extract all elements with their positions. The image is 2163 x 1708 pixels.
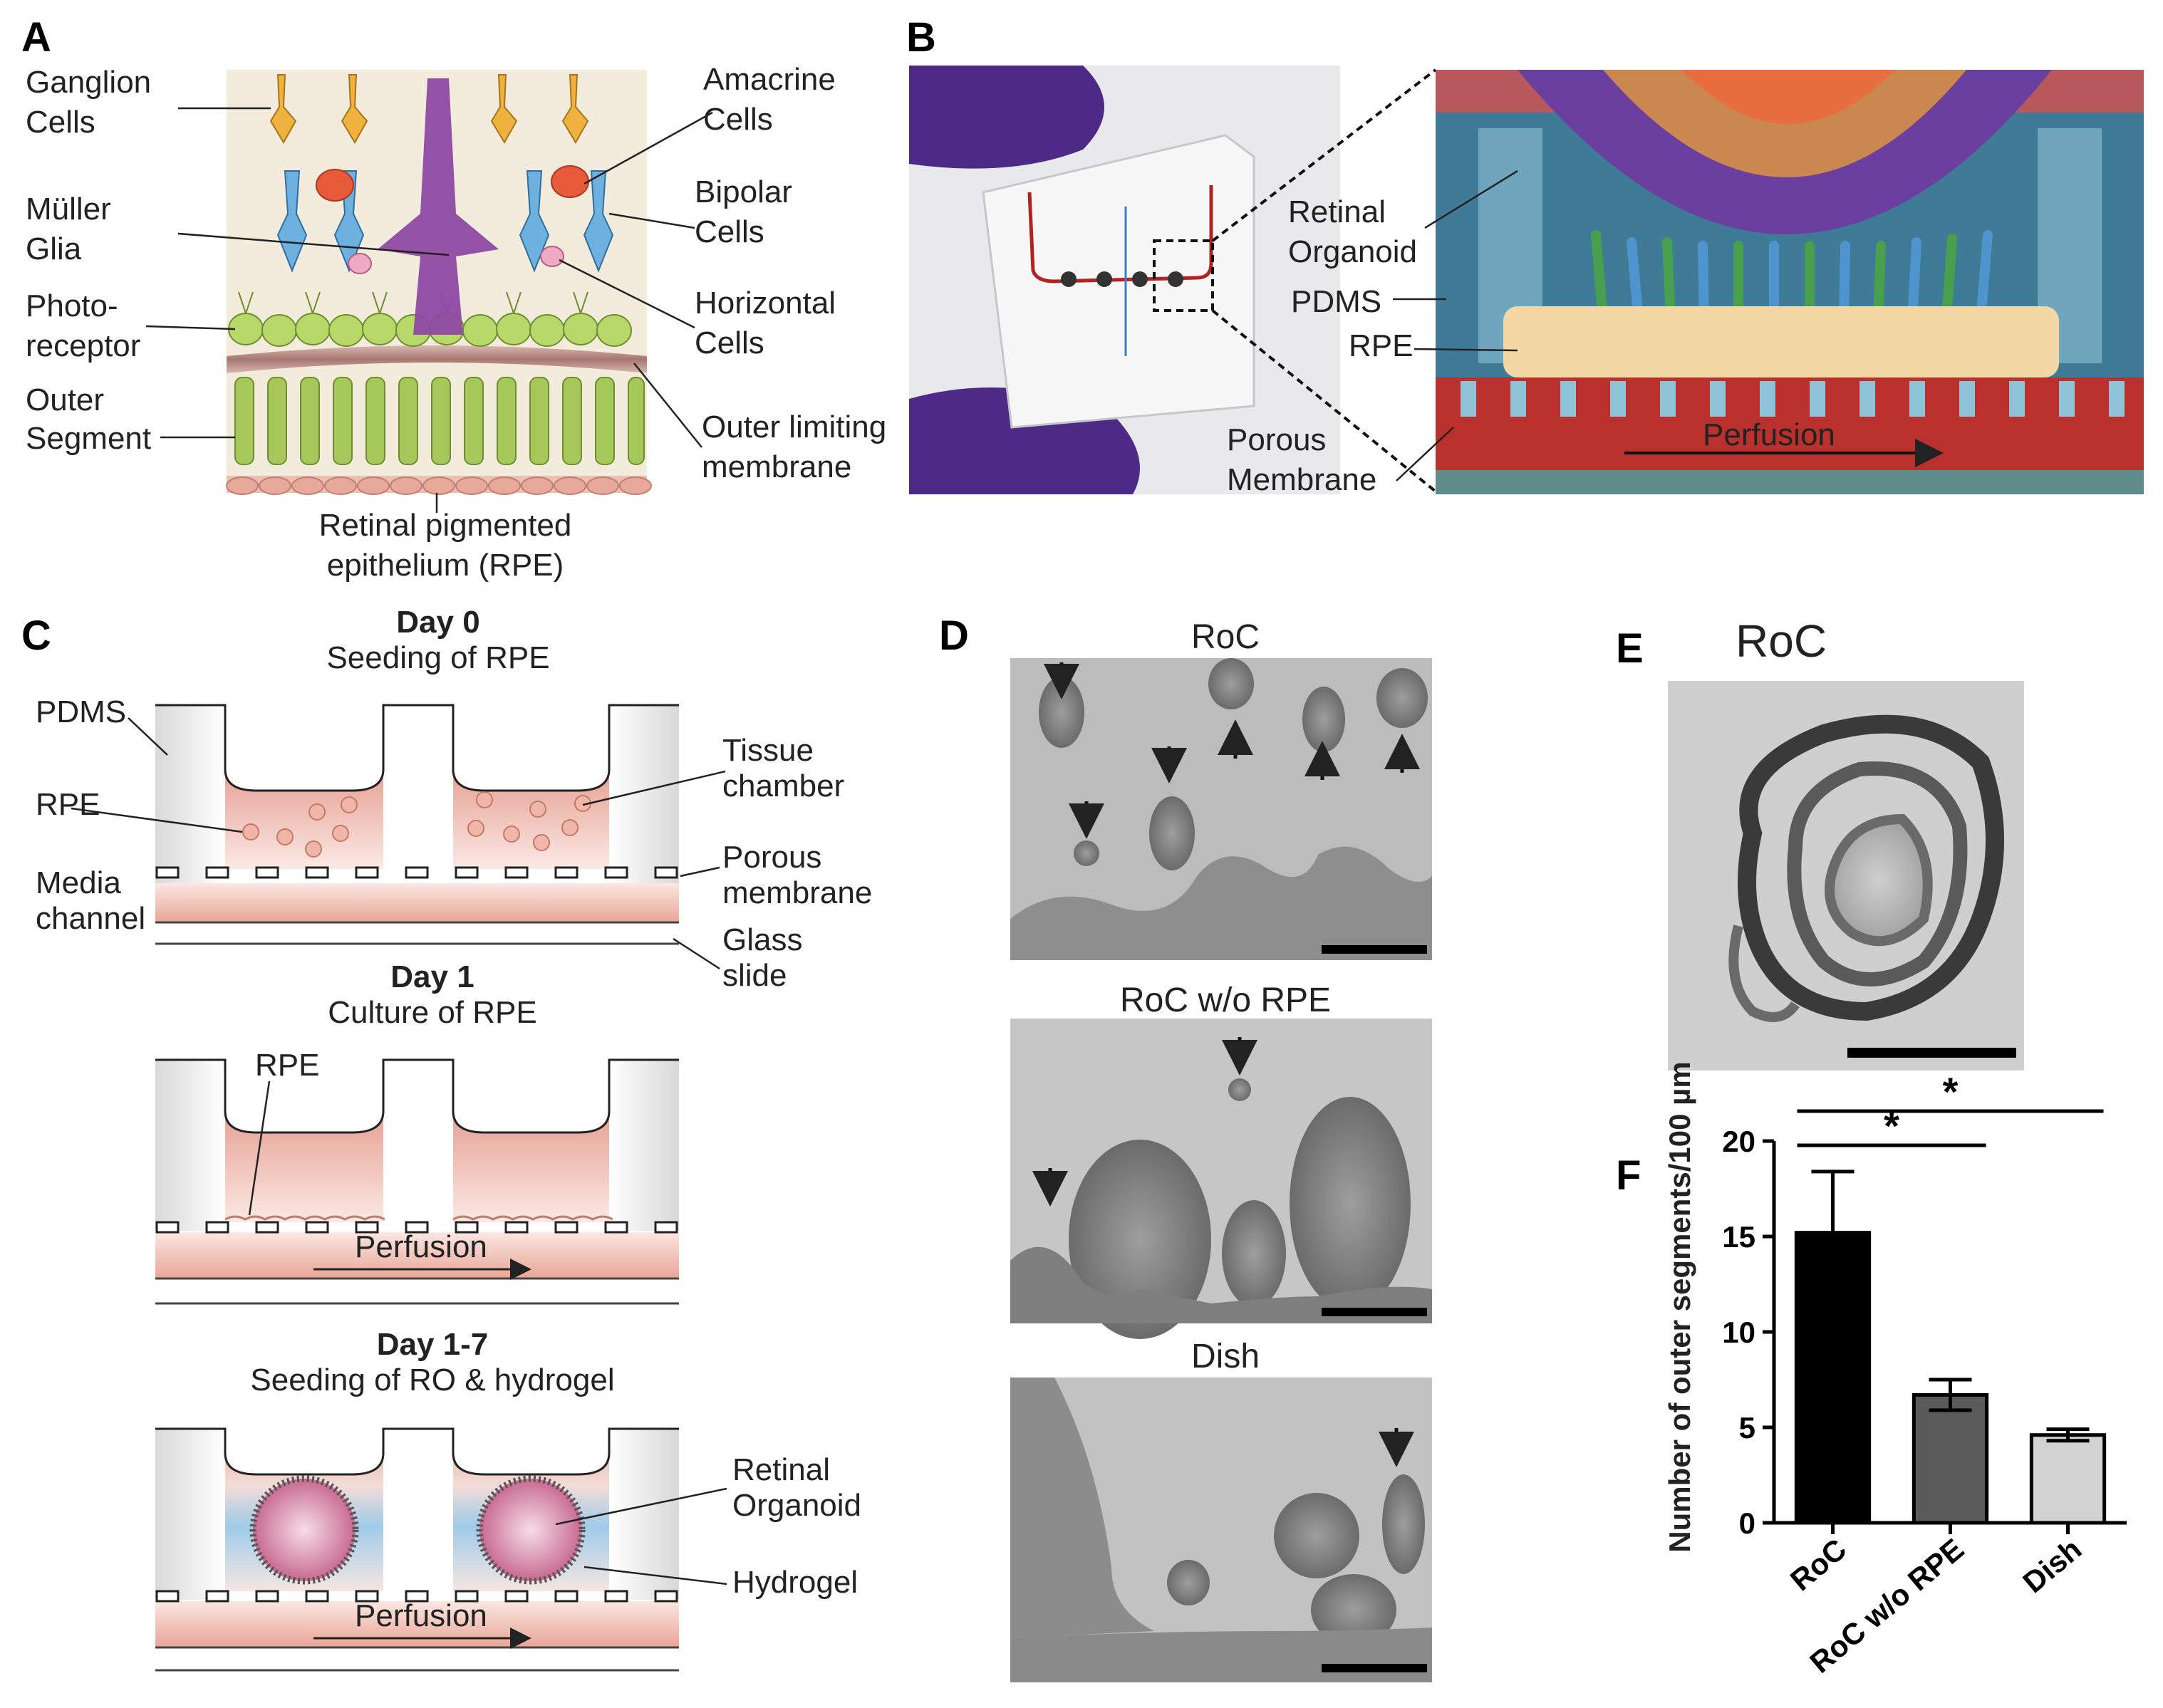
chart-y-axis-label: Number of outer segments/100 µm <box>1663 1061 1696 1552</box>
x-tick-label: RoC <box>1784 1532 1852 1597</box>
panel-f-letter: F <box>1616 1152 1641 1199</box>
outer-limiting-membrane <box>227 345 647 373</box>
panel-b-leaders <box>1393 170 1518 481</box>
x-tick-label: Dish <box>2016 1532 2087 1600</box>
label-hydrogel: Hydrogel <box>732 1565 858 1600</box>
bipolar-cells <box>276 170 614 273</box>
panel-c-letter: C <box>21 613 51 659</box>
zoom-box <box>1153 239 1214 312</box>
step-day-1-7: Day 1-7 <box>377 1327 489 1362</box>
em-title-roc-wo-rpe: RoC w/o RPE <box>1120 981 1331 1019</box>
step-desc-2: Seeding of RO & hydrogel <box>250 1363 614 1397</box>
panel-e-letter: E <box>1616 625 1644 672</box>
label-photoreceptor: Photo-receptor <box>26 288 140 363</box>
step-day-1: Day 1 <box>390 959 474 994</box>
amacrine-cell <box>551 165 589 198</box>
panel-a: A <box>21 14 886 583</box>
amacrine-cell <box>316 169 354 202</box>
y-tick-label: 20 <box>1722 1125 1755 1158</box>
device-step-2 <box>155 1427 727 1672</box>
panel-b-letter: B <box>906 14 936 61</box>
significance-star: * <box>1943 1069 1959 1114</box>
em-arrows-roc <box>1044 662 1420 839</box>
bar <box>2029 1433 2107 1525</box>
em-image-dish <box>1010 1378 1432 1682</box>
panel-f: F Number of outer segments/100 µm 0 5 10 15… <box>1616 1061 2127 1680</box>
label-pdms-b: PDMS <box>1291 284 1381 319</box>
step-desc-0: Seeding of RPE <box>326 640 549 675</box>
em-title-roc: RoC <box>1191 618 1260 656</box>
rpe-cells <box>226 476 652 495</box>
label-perfusion-b: Perfusion <box>1703 417 1835 452</box>
label-rpe-c: RPE <box>36 787 100 822</box>
outer-segment-em <box>1668 681 2024 1071</box>
panel-e: E RoC <box>1616 615 2024 1071</box>
device-step-0 <box>155 704 679 945</box>
panel-a-letter: A <box>21 14 51 61</box>
y-tick-label: 10 <box>1722 1316 1755 1349</box>
em-title-dish: Dish <box>1191 1338 1260 1375</box>
label-rpe-day1: RPE <box>255 1048 319 1083</box>
label-rpe-b: RPE <box>1349 328 1413 363</box>
panel-d: D RoC RoC w/o RPE Dish <box>939 613 1432 1682</box>
panel-a-leaders <box>145 107 713 513</box>
photoreceptors <box>228 291 632 347</box>
device-step-1 <box>155 1058 679 1305</box>
chip-wells <box>1061 207 1183 356</box>
step-desc-1: Culture of RPE <box>328 995 536 1030</box>
ganglion-cells <box>269 74 589 144</box>
em-image-roc <box>1010 658 1432 960</box>
significance-star: * <box>1884 1103 1899 1148</box>
organoid-render <box>1436 70 2144 494</box>
y-tick-label: 15 <box>1722 1220 1755 1254</box>
muller-glia-cell <box>378 78 499 335</box>
panel-d-letter: D <box>939 613 969 659</box>
zoom-line-top <box>1211 68 1437 242</box>
bar <box>1912 1392 1989 1525</box>
panel-b: B <box>906 14 2144 497</box>
y-tick-label: 5 <box>1739 1411 1755 1444</box>
label-perfusion-day1: Perfusion <box>355 1229 487 1264</box>
em-image-roc-wo-rpe <box>1010 1019 1432 1339</box>
em-title-e: RoC <box>1736 615 1827 667</box>
outer-segments <box>234 377 645 465</box>
panel-c: C Day 0 Seeding of RPE <box>21 605 872 1672</box>
em-arrows-roc-wo-rpe <box>1032 1037 1257 1207</box>
label-pdms-c: PDMS <box>36 694 126 729</box>
step-day-0: Day 0 <box>396 605 479 640</box>
glove-top <box>909 66 1104 169</box>
y-tick-label: 0 <box>1739 1506 1755 1540</box>
panel-c-leaders-0 <box>71 717 726 970</box>
horizontal-cell <box>540 246 564 267</box>
label-perfusion-day7: Perfusion <box>355 1598 487 1633</box>
horizontal-cell <box>348 253 372 274</box>
